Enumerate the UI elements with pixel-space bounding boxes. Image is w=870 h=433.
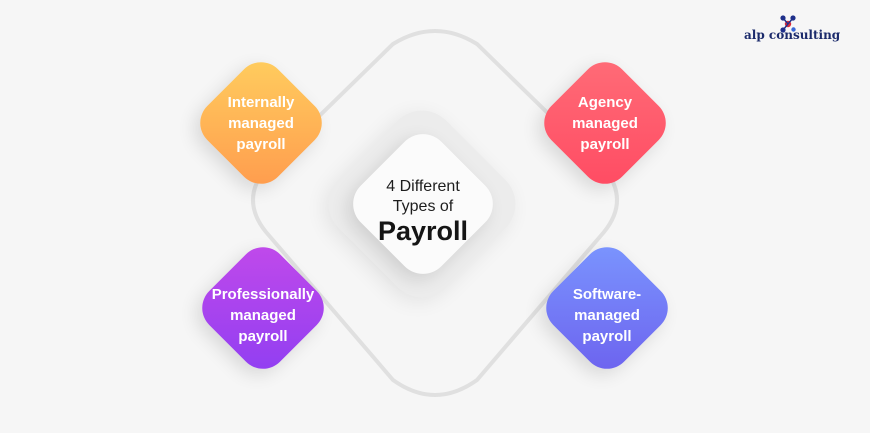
center-line-1: 4 Different — [386, 178, 460, 195]
molecule-icon — [780, 15, 796, 33]
software-label: Software- managed payroll — [572, 286, 642, 345]
agency-label: Agency managed payroll — [572, 94, 638, 153]
professional-label: Professionally managed payroll — [211, 286, 315, 345]
internal-label: Internally managed payroll — [227, 94, 295, 153]
center-line-2: Types of — [392, 198, 454, 215]
ring-outline — [251, 29, 619, 397]
logo-text: alp consulting — [744, 28, 841, 42]
center-title: Payroll — [377, 216, 469, 246]
